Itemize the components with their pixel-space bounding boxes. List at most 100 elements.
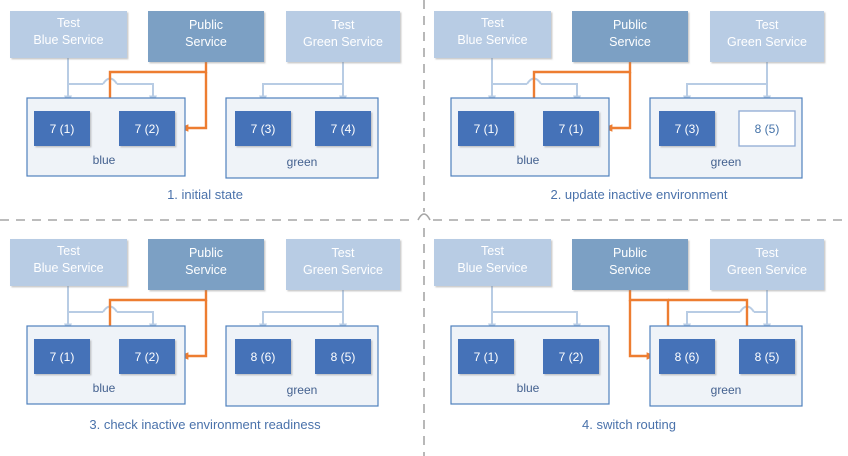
service-test-green[interactable]: Test Green Service [286,239,400,290]
public-route-to-instance-2 [179,72,208,132]
service-test-green-line1: Test [332,246,355,260]
instance-label: 8 (5) [755,122,780,136]
instance-label: 7 (1) [474,350,499,364]
instance-box[interactable] [458,111,514,146]
instance-box[interactable] [315,339,371,374]
service-test-blue-box[interactable] [10,11,127,58]
public-route-to-instance-1 [628,300,656,360]
service-test-blue[interactable]: Test Blue Service [10,11,127,58]
service-test-green-line1: Test [756,246,779,260]
service-test-blue-line1: Test [57,244,80,258]
instance-box[interactable] [119,111,175,146]
service-test-blue-line2: Blue Service [33,33,103,47]
instance-box[interactable] [659,339,715,374]
panel-4: Test Blue Service Public Service Test Gr… [434,239,824,432]
instance-box[interactable] [739,339,795,374]
instance-label: 8 (6) [675,350,700,364]
service-test-green-box[interactable] [286,239,400,290]
panel-caption: 1. initial state [167,187,243,202]
service-test-blue-line1: Test [481,16,504,30]
instance-label: 8 (6) [251,350,276,364]
service-test-green-box[interactable] [710,11,824,62]
service-test-blue-line2: Blue Service [457,261,527,275]
environment-label: blue [93,153,116,167]
service-test-blue-line1: Test [481,244,504,258]
service-test-blue-line2: Blue Service [33,261,103,275]
service-test-blue-box[interactable] [10,239,127,286]
environment-blue: 7 (1) 7 (1) blue [450,97,610,177]
instance-box[interactable] [543,111,599,146]
instance-box[interactable] [235,111,291,146]
instance-label: 8 (5) [755,350,780,364]
service-public-line1: Public [613,18,647,32]
service-public-box[interactable] [572,239,688,290]
service-test-green-line1: Test [332,18,355,32]
instance-box[interactable] [315,111,371,146]
service-public-line2: Service [609,35,651,49]
service-test-blue-box[interactable] [434,11,551,58]
instance-label: 8 (5) [331,350,356,364]
instance-box[interactable] [543,339,599,374]
service-test-blue-box[interactable] [434,239,551,286]
service-public[interactable]: Public Service [572,11,688,62]
service-public[interactable]: Public Service [572,239,688,290]
instance-box[interactable] [458,339,514,374]
environment-green: 7 (3) 8 (5) green [649,97,803,179]
test-green-routing-lines [259,290,347,333]
service-public-line2: Service [609,263,651,277]
instance-box[interactable] [34,339,90,374]
service-test-green-line2: Green Service [303,263,383,277]
test-blue-line-b [541,83,581,105]
instance-label: 7 (2) [559,350,584,364]
test-blue-line-b [117,311,157,333]
environment-blue: 7 (1) 7 (2) blue [26,97,186,177]
panel-1: Test Blue Service Public Service Test Gr… [10,11,400,202]
instance-label: 7 (2) [135,350,160,364]
instance-label: 7 (1) [50,122,75,136]
instance-box[interactable] [235,339,291,374]
environment-blue: 7 (1) 7 (2) blue [26,325,186,405]
service-public-box[interactable] [572,11,688,62]
wire-jump-icon [417,213,431,221]
instance-box[interactable] [34,111,90,146]
panel-caption: 2. update inactive environment [550,187,727,202]
test-blue-routing-lines [488,286,581,333]
service-test-green-box[interactable] [286,11,400,62]
service-public-box[interactable] [148,11,264,62]
service-test-green[interactable]: Test Green Service [286,11,400,62]
service-test-blue[interactable]: Test Blue Service [10,239,127,286]
environment-label: green [287,155,318,169]
service-public-box[interactable] [148,239,264,290]
service-test-green-line1: Test [756,18,779,32]
service-test-green-box[interactable] [710,239,824,290]
instance-box[interactable] [119,339,175,374]
instance-label: 7 (4) [331,122,356,136]
environment-green: 7 (3) 7 (4) green [225,97,379,179]
instance-box[interactable] [659,111,715,146]
environment-green: 8 (6) 8 (5) green [649,325,803,407]
service-test-blue[interactable]: Test Blue Service [434,239,551,286]
instance-label: 7 (2) [135,122,160,136]
environment-label: blue [517,381,540,395]
environment-label: green [711,383,742,397]
service-test-green[interactable]: Test Green Service [710,239,824,290]
test-blue-routing-lines [64,58,157,105]
service-test-green-line2: Green Service [727,35,807,49]
test-blue-line-b [117,83,157,105]
environment-label: blue [517,153,540,167]
panel-2: Test Blue Service Public Service Test Gr… [434,11,824,202]
instance-label: 7 (1) [50,350,75,364]
service-test-green-line2: Green Service [727,263,807,277]
instance-box-starting[interactable] [738,110,796,147]
environment-label: green [711,155,742,169]
test-green-routing-lines [259,62,347,105]
panel-3: Test Blue Service Public Service Test Gr… [10,239,400,432]
service-test-green-line2: Green Service [303,35,383,49]
instance-label: 7 (1) [559,122,584,136]
service-test-green[interactable]: Test Green Service [710,11,824,62]
service-public[interactable]: Public Service [148,11,264,62]
service-public[interactable]: Public Service [148,239,264,290]
service-test-blue[interactable]: Test Blue Service [434,11,551,58]
